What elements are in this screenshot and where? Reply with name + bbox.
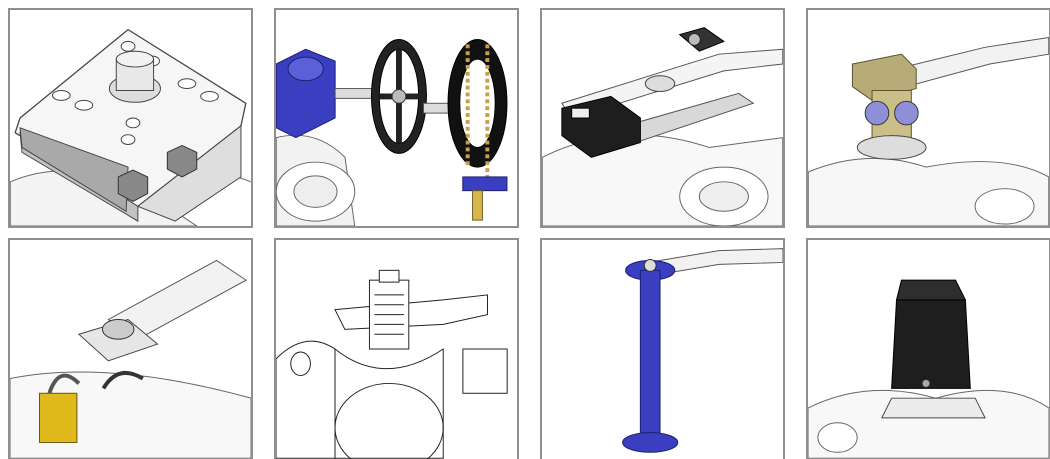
- spring-return-illustration: [808, 36, 1049, 226]
- tile-stem-extension[interactable]: [540, 238, 785, 459]
- stem-extension-illustration: [622, 248, 783, 453]
- tile-gear-operator[interactable]: [274, 8, 519, 228]
- tile-valve-section[interactable]: [274, 238, 519, 459]
- tile-spring-return-head[interactable]: [806, 8, 1050, 228]
- tile-square-key-cap[interactable]: [806, 238, 1050, 459]
- tile-padlock-device[interactable]: [8, 238, 253, 459]
- padlock-illustration: [10, 259, 251, 459]
- tile-limit-switch[interactable]: [540, 8, 785, 228]
- tile-mounting-bracket[interactable]: [8, 8, 253, 228]
- square-key-cap-illustration: [808, 279, 1049, 459]
- limit-switch-illustration: [542, 27, 783, 226]
- valve-section-illustration: [276, 269, 508, 459]
- mounting-bracket-illustration: [10, 28, 251, 226]
- gear-operator-illustration: [276, 38, 508, 226]
